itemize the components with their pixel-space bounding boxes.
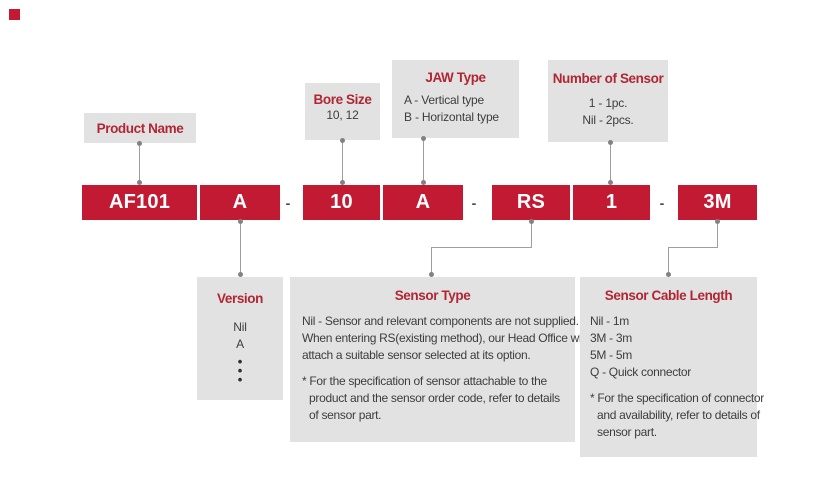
sensor-type-title: Sensor Type xyxy=(394,288,471,303)
connector-dot xyxy=(429,272,434,277)
connector-line xyxy=(668,247,718,248)
jaw-type-title: JAW Type xyxy=(425,70,486,85)
connector-dot xyxy=(715,219,720,224)
connector-dot xyxy=(238,219,243,224)
panel-jaw-type: JAW Type A - Vertical type B - Horizonta… xyxy=(392,60,519,138)
cable-option: 3M - 3m xyxy=(590,331,632,345)
code-box-cable: 3M xyxy=(678,185,757,220)
number-of-sensor-option-nil: Nil - 2pcs. xyxy=(582,113,634,127)
connector-line xyxy=(423,139,424,185)
dot: • xyxy=(237,354,243,369)
code-box-sensor-type: RS xyxy=(492,185,570,220)
panel-product-name: Product Name xyxy=(84,113,196,143)
cable-length-options: Nil - 1m 3M - 3m 5M - 5m Q - Quick conne… xyxy=(590,313,747,381)
note-line: sensor part. xyxy=(597,425,657,439)
connector-line xyxy=(610,143,611,185)
connector-dot xyxy=(421,180,426,185)
cable-option: Nil - 1m xyxy=(590,314,629,328)
note-line: * For the specification of connector xyxy=(590,391,764,405)
code-separator: - xyxy=(285,194,291,211)
note-line: of sensor part. xyxy=(309,408,382,422)
number-of-sensor-title: Number of Sensor xyxy=(552,71,664,86)
product-name-title: Product Name xyxy=(96,120,184,136)
connector-line xyxy=(431,247,532,248)
connector-line xyxy=(240,220,241,277)
version-option-nil: Nil xyxy=(233,320,247,334)
connector-dot xyxy=(137,141,142,146)
dot: • xyxy=(237,363,243,378)
connector-dot xyxy=(608,180,613,185)
sensor-type-note: * For the specification of sensor attach… xyxy=(302,373,563,424)
note-line: * For the specification of sensor attach… xyxy=(302,374,547,388)
connector-dot xyxy=(238,272,243,277)
number-of-sensor-option-1: 1 - 1pc. xyxy=(588,96,628,110)
bore-size-values: 10, 12 xyxy=(326,108,359,122)
version-title: Version xyxy=(217,291,263,306)
sensor-cable-length-note: * For the specification of connector and… xyxy=(590,390,764,441)
description-line: When entering RS(existing method), our H… xyxy=(302,331,587,345)
cable-option: Q - Quick connector xyxy=(590,365,692,379)
connector-dot xyxy=(137,180,142,185)
connector-line xyxy=(717,220,718,248)
description-line: attach a suitable sensor selected at its… xyxy=(302,348,531,362)
panel-sensor-type: Sensor Type Nil - Sensor and relevant co… xyxy=(290,277,587,442)
connector-line xyxy=(139,144,140,185)
panel-bore-size: Bore Size 10, 12 xyxy=(305,83,380,140)
connector-line xyxy=(668,247,669,277)
bore-size-title: Bore Size xyxy=(313,92,372,107)
code-box-jaw: A xyxy=(383,185,463,220)
jaw-type-option-a: A - Vertical type xyxy=(404,93,484,107)
code-separator: - xyxy=(471,194,477,211)
connector-dot xyxy=(608,140,613,145)
connector-line xyxy=(431,247,432,277)
sensor-type-description: Nil - Sensor and relevant components are… xyxy=(302,313,587,364)
dot: • xyxy=(237,372,243,387)
connector-dot xyxy=(421,136,426,141)
jaw-type-option-b: B - Horizontal type xyxy=(404,110,499,124)
code-box-product: AF101 xyxy=(82,185,197,220)
code-separator: - xyxy=(659,194,665,211)
note-line: product and the sensor order code, refer… xyxy=(309,391,560,405)
code-box-version: A xyxy=(200,185,280,220)
connector-dot xyxy=(340,138,345,143)
red-corner-mark xyxy=(9,9,20,20)
description-line: Nil - Sensor and relevant components are… xyxy=(302,314,579,328)
panel-sensor-cable-length: Sensor Cable Length Nil - 1m 3M - 3m 5M … xyxy=(580,277,764,457)
connector-line xyxy=(342,141,343,185)
connector-dot xyxy=(666,272,671,277)
sensor-cable-length-title: Sensor Cable Length xyxy=(604,288,733,303)
connector-line xyxy=(531,220,532,248)
panel-number-of-sensor: Number of Sensor 1 - 1pc. Nil - 2pcs. xyxy=(548,60,668,142)
connector-dot xyxy=(529,219,534,224)
panel-version: Version Nil A • • • xyxy=(197,277,283,400)
cable-option: 5M - 5m xyxy=(590,348,632,362)
connector-dot xyxy=(340,180,345,185)
version-option-a: A xyxy=(236,337,244,351)
note-line: and availability, refer to details of xyxy=(597,408,760,422)
code-box-bore: 10 xyxy=(303,185,380,220)
code-box-sensor-count: 1 xyxy=(573,185,650,220)
version-more-dots: • • • xyxy=(197,354,283,387)
